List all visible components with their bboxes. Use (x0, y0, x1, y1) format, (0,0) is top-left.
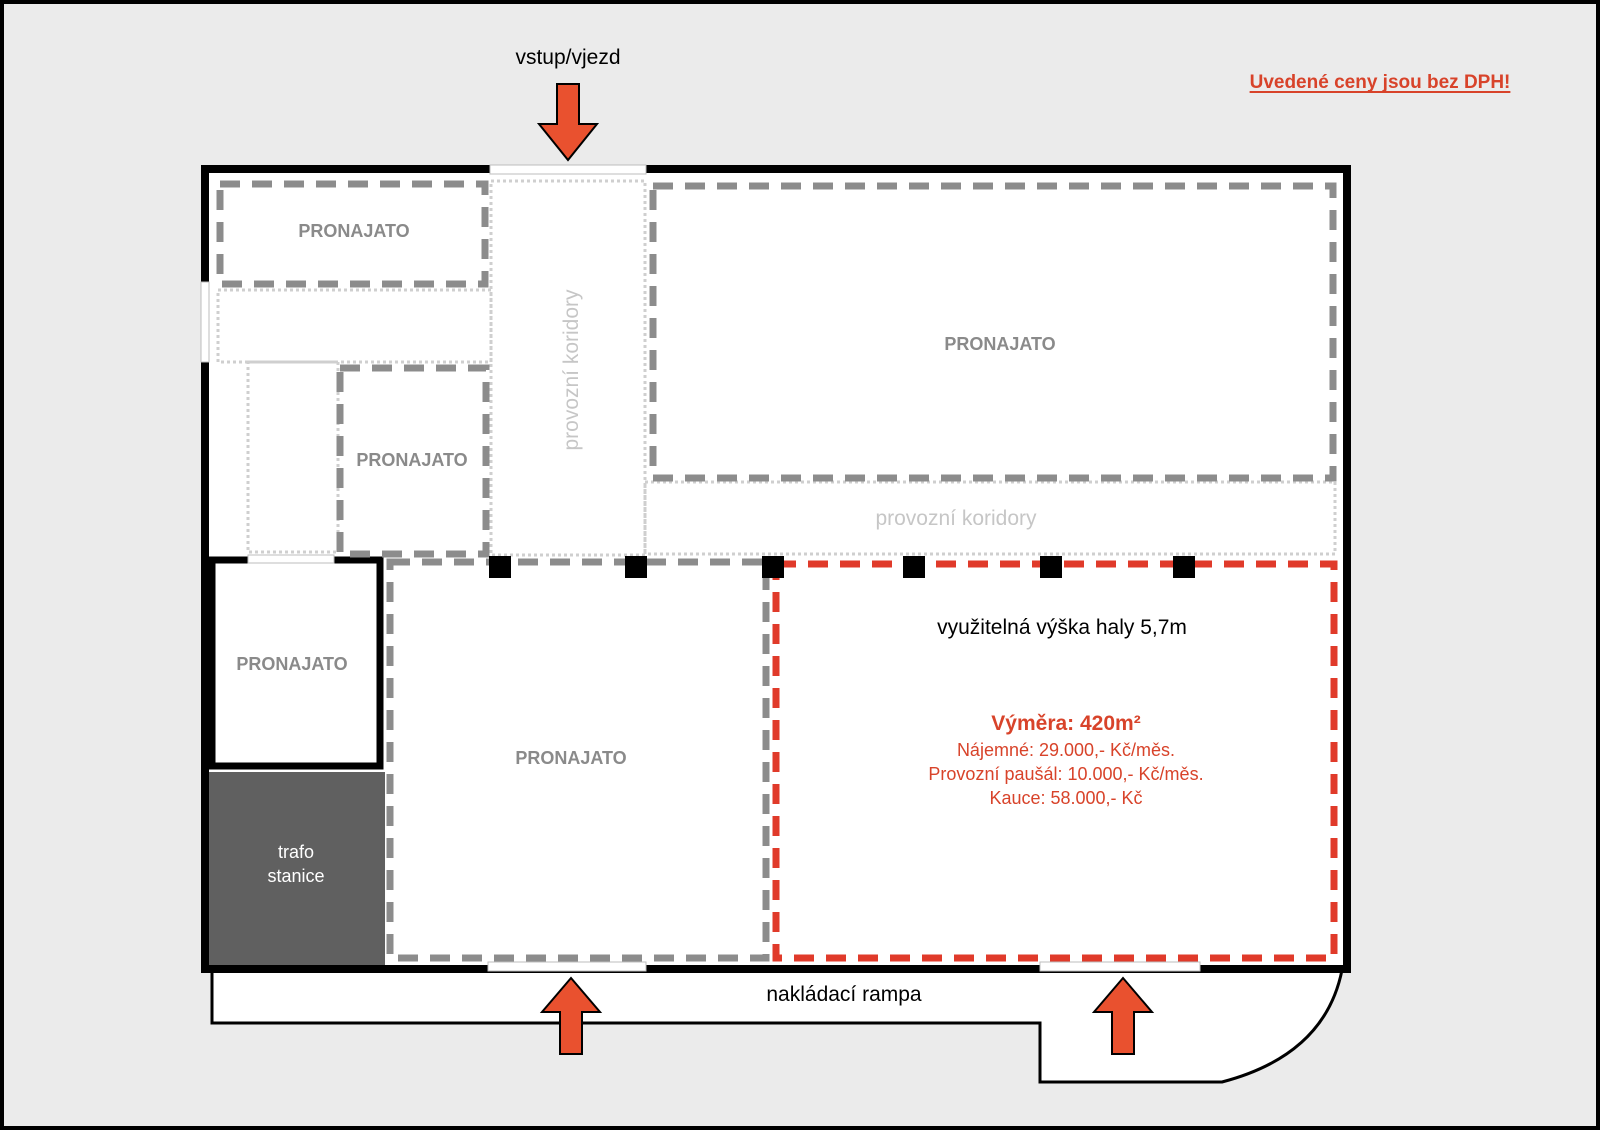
price-note: Uvedené ceny jsou bez DPH! (1250, 72, 1511, 93)
building-outer-wall (201, 165, 1351, 973)
available-area: Výměra: 420m² (991, 712, 1140, 735)
entrance-arrow-down (536, 83, 600, 162)
unit-bottom-left-label: PRONAJATO (236, 654, 347, 674)
unit-top-right-outline (649, 182, 1337, 482)
available-unit-outline (772, 560, 1338, 962)
unit-middle-left-label: PRONAJATO (356, 450, 467, 470)
entrance-label: vstup/vjezd (515, 46, 620, 69)
unit-bottom-middle-label: PRONAJATO (515, 748, 626, 768)
available-deposit: Kauce: 58.000,- Kč (989, 788, 1142, 808)
corridor-horizontal-area (643, 480, 1337, 556)
unit-middle-left-outline (336, 364, 490, 558)
unit-top-right-label: PRONAJATO (944, 334, 1055, 354)
pillar (489, 556, 511, 578)
unit-top-left-outline (216, 180, 489, 288)
loading-ramp (210, 963, 1344, 1084)
corridor-left-column (246, 360, 340, 554)
hall-height-note: využitelná výška haly 5,7m (937, 616, 1187, 639)
pillar (762, 556, 784, 578)
ramp-door-left (487, 961, 647, 972)
pillar (903, 556, 925, 578)
transformer-label-line2: stanice (267, 866, 324, 886)
ramp-door-right (1039, 961, 1201, 972)
transformer-station (208, 772, 385, 966)
available-rent: Nájemné: 29.000,- Kč/měs. (957, 740, 1175, 760)
room-bottom-left-door (247, 554, 335, 564)
unit-top-left-label: PRONAJATO (298, 221, 409, 241)
entrance-door-top (489, 164, 647, 175)
corridor-horizontal-label: provozní koridory (875, 507, 1037, 530)
ramp-arrow-up-right (1091, 976, 1155, 1055)
pillar (625, 556, 647, 578)
pillar (1173, 556, 1195, 578)
door-left-wall (200, 281, 210, 363)
available-service-fee: Provozní paušál: 10.000,- Kč/měs. (928, 764, 1203, 784)
corridor-vertical-label: provozní koridory (560, 289, 583, 451)
corridor-left-strip (216, 288, 493, 364)
pillar (1040, 556, 1062, 578)
ramp-label: nakládací rampa (766, 983, 922, 1006)
ramp-arrow-up-left (539, 976, 603, 1055)
transformer-label-line1: trafo (278, 842, 314, 862)
unit-bottom-middle-outline (386, 558, 770, 962)
